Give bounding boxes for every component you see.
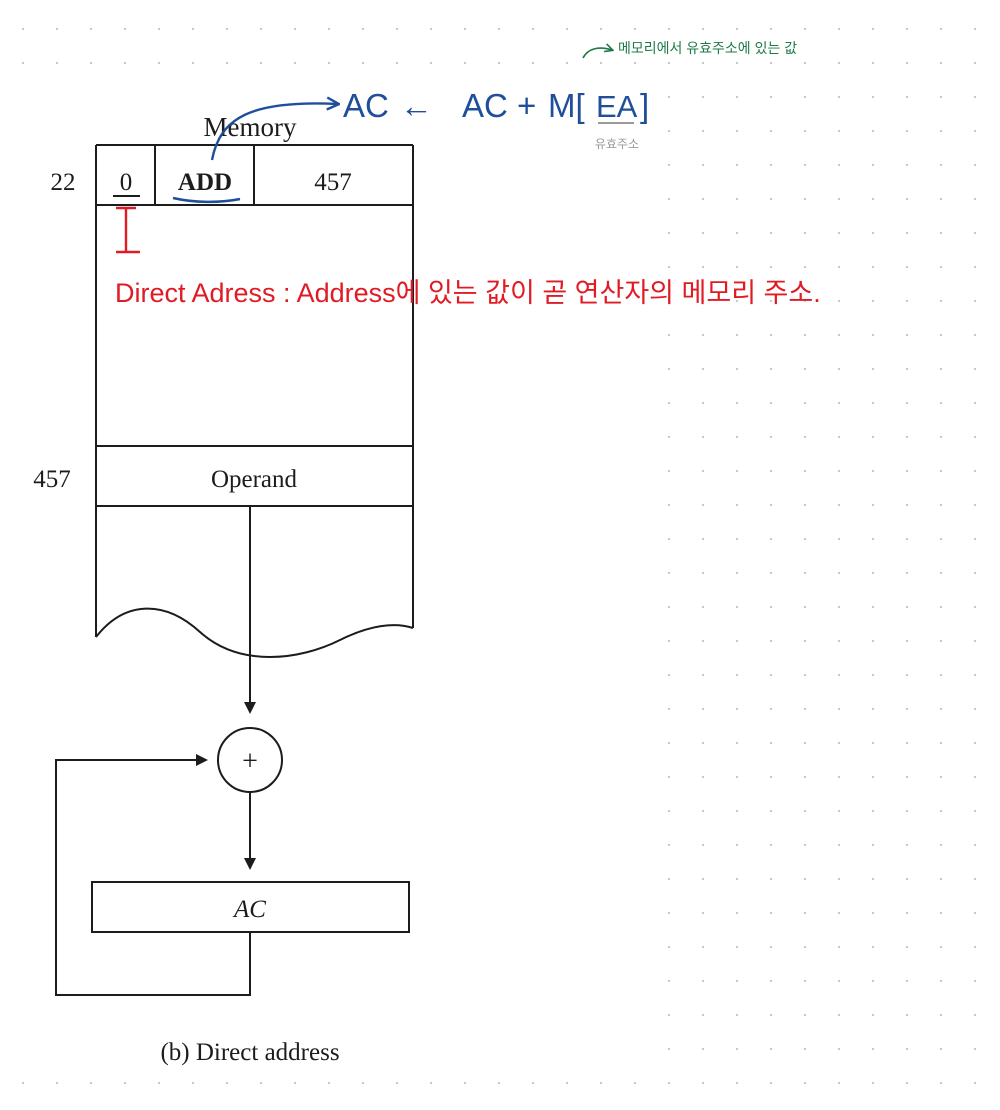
memory-value-note: 메모리에서 유효주소에 있는 값 [618,40,797,56]
adder-symbol: + [242,746,258,777]
formula-close: ] [640,87,649,124]
memory-column [95,145,414,658]
ea-note: 유효주소 [595,137,639,151]
formula-ac-right: AC + [462,87,536,124]
operand-label: Operand [211,466,298,493]
instruction-address: 22 [51,169,76,196]
opcode-underline-annotation [172,196,241,204]
opcode-to-formula-arrow [210,103,338,161]
direct-address-note: Direct Adress : Address에 있는 값이 곧 연산자의 메모… [115,278,821,308]
operand-word [96,445,413,507]
ac-register [91,881,410,933]
formula-arrow: ← [400,87,433,124]
formula-ea: EA [596,89,638,124]
instruction-word [96,144,413,206]
ac-register-label: AC [232,896,266,923]
address-field: 457 [314,169,352,196]
mode-bit-bracket [116,206,140,254]
memory-value-note-arrow [582,48,612,59]
feedback-path-arrow [55,754,251,996]
formula-m: M[ [548,87,585,124]
figure-caption: (b) Direct address [160,1039,339,1066]
memory-label: Memory [204,112,297,142]
mode-bit: 0 [120,169,133,196]
operand-address: 457 [33,466,71,493]
opcode-field: ADD [178,169,232,196]
formula-ac-left: AC [343,87,389,124]
